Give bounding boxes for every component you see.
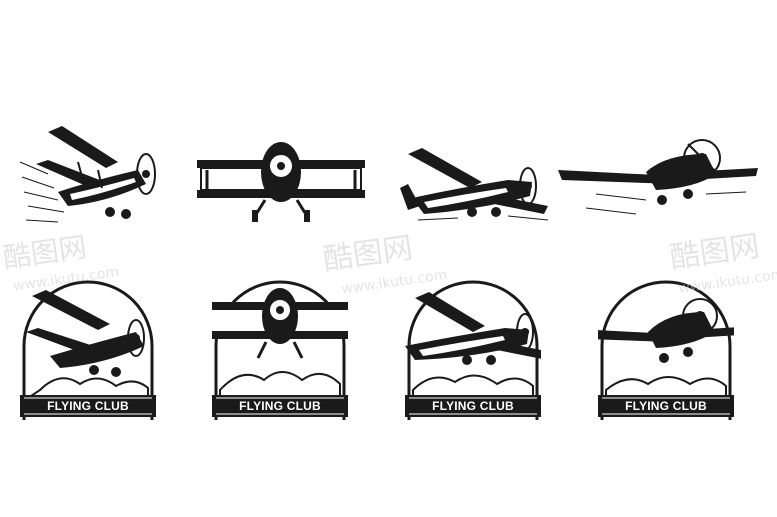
monoplane-side-icon — [400, 148, 549, 221]
watermark-center: 酷图网 www.ikutu.com — [321, 231, 448, 298]
biplane-front-icon — [197, 142, 365, 222]
watermark-logo: 酷图网 — [1, 230, 89, 274]
biplane-side-icon — [19, 126, 156, 223]
flying-club-banner-4: FLYING CLUB — [598, 395, 734, 417]
watermark-logo: 酷图网 — [668, 229, 762, 276]
flying-club-badge-4 — [598, 280, 734, 420]
flying-club-badge-2 — [212, 280, 348, 420]
flying-club-banner-1: FLYING CLUB — [20, 395, 156, 417]
flying-club-badge-3 — [405, 280, 541, 420]
banner-label: FLYING CLUB — [625, 399, 707, 413]
watermark-right: 酷图网 www.ikutu.com — [668, 229, 777, 297]
watermark-left: 酷图网 www.ikutu.com — [1, 230, 120, 290]
banner-label: FLYING CLUB — [432, 399, 514, 413]
flying-club-badge-1 — [22, 280, 154, 420]
flying-club-banner-3: FLYING CLUB — [405, 395, 541, 417]
flying-club-banner-2: FLYING CLUB — [212, 395, 348, 417]
monoplane-front-icon — [558, 139, 758, 215]
banner-label: FLYING CLUB — [239, 399, 321, 413]
banner-label: FLYING CLUB — [47, 399, 129, 413]
watermark-logo: 酷图网 — [321, 231, 415, 278]
